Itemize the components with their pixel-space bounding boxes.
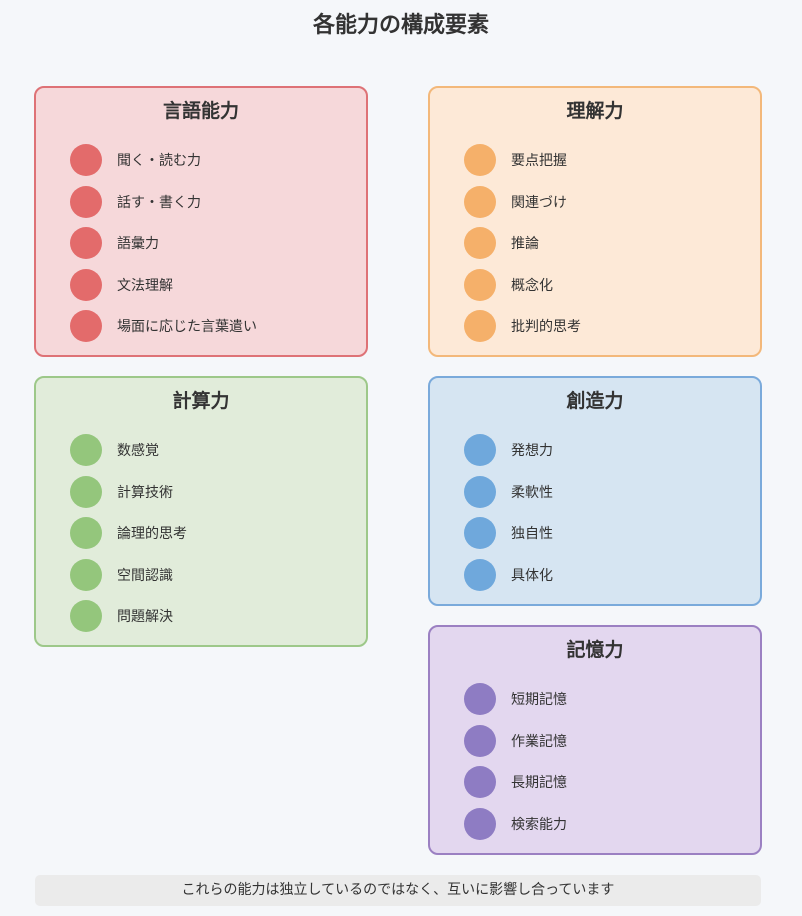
item-label: 作業記憶 [511, 734, 567, 750]
item-label: 語彙力 [117, 236, 159, 252]
list-item: 場面に応じた言葉遣い [70, 310, 257, 342]
circle-bullet-icon [70, 269, 102, 301]
list-item: 概念化 [464, 269, 553, 301]
item-label: 独自性 [511, 526, 553, 542]
item-label: 場面に応じた言葉遣い [117, 319, 257, 335]
item-label: 批判的思考 [511, 319, 581, 335]
item-label: 発想力 [511, 443, 553, 459]
list-item: 問題解決 [70, 600, 173, 632]
circle-bullet-icon [70, 559, 102, 591]
item-label: 概念化 [511, 278, 553, 294]
circle-bullet-icon [464, 808, 496, 840]
item-label: 数感覚 [117, 443, 159, 459]
list-item: 文法理解 [70, 269, 173, 301]
circle-bullet-icon [70, 434, 102, 466]
list-item: 推論 [464, 227, 539, 259]
item-label: 計算技術 [117, 485, 173, 501]
circle-bullet-icon [464, 186, 496, 218]
circle-bullet-icon [70, 144, 102, 176]
list-item: 長期記憶 [464, 766, 567, 798]
box-title: 言語能力 [162, 100, 239, 122]
item-label: 話す・書く力 [117, 195, 201, 211]
list-item: 話す・書く力 [70, 186, 201, 218]
list-item: 語彙力 [70, 227, 159, 259]
circle-bullet-icon [70, 227, 102, 259]
language-ability-box: 言語能力 聞く・読む力 話す・書く力 語彙力 文法理解 場面に応じた言葉遣い [34, 86, 368, 357]
circle-bullet-icon [464, 434, 496, 466]
creativity-box: 創造力 発想力 柔軟性 独自性 具体化 [428, 376, 762, 606]
item-label: 検索能力 [511, 817, 567, 833]
box-title: 記憶力 [566, 639, 624, 661]
circle-bullet-icon [464, 766, 496, 798]
circle-bullet-icon [464, 476, 496, 508]
item-label: 聞く・読む力 [117, 153, 201, 169]
list-item: 作業記憶 [464, 725, 567, 757]
item-label: 文法理解 [117, 278, 173, 294]
list-item: 聞く・読む力 [70, 144, 201, 176]
circle-bullet-icon [464, 269, 496, 301]
list-item: 具体化 [464, 559, 553, 591]
item-label: 長期記憶 [511, 775, 567, 791]
item-label: 推論 [511, 236, 539, 252]
list-item: 発想力 [464, 434, 553, 466]
list-item: 柔軟性 [464, 476, 553, 508]
circle-bullet-icon [70, 186, 102, 218]
footer-note: これらの能力は独立しているのではなく、互いに影響し合っています [35, 875, 761, 906]
circle-bullet-icon [464, 227, 496, 259]
list-item: 批判的思考 [464, 310, 581, 342]
list-item: 論理的思考 [70, 517, 187, 549]
circle-bullet-icon [464, 144, 496, 176]
list-item: 計算技術 [70, 476, 173, 508]
item-label: 空間認識 [117, 568, 173, 584]
item-label: 問題解決 [117, 609, 173, 625]
list-item: 短期記憶 [464, 683, 567, 715]
circle-bullet-icon [70, 310, 102, 342]
circle-bullet-icon [464, 517, 496, 549]
list-item: 関連づけ [464, 186, 567, 218]
item-label: 短期記憶 [511, 692, 567, 708]
page-title: 各能力の構成要素 [312, 13, 489, 38]
circle-bullet-icon [70, 600, 102, 632]
circle-bullet-icon [464, 725, 496, 757]
list-item: 数感覚 [70, 434, 159, 466]
item-label: 論理的思考 [117, 526, 187, 542]
circle-bullet-icon [70, 476, 102, 508]
circle-bullet-icon [464, 683, 496, 715]
list-item: 空間認識 [70, 559, 173, 591]
circle-bullet-icon [464, 310, 496, 342]
item-label: 関連づけ [511, 195, 567, 211]
box-title: 理解力 [566, 100, 624, 122]
list-item: 検索能力 [464, 808, 567, 840]
box-title: 創造力 [566, 390, 624, 412]
item-label: 具体化 [511, 568, 553, 584]
box-title: 計算力 [172, 390, 230, 412]
list-item: 独自性 [464, 517, 553, 549]
item-label: 柔軟性 [511, 485, 553, 501]
memory-box: 記憶力 短期記憶 作業記憶 長期記憶 検索能力 [428, 625, 762, 855]
calculation-box: 計算力 数感覚 計算技術 論理的思考 空間認識 問題解決 [34, 376, 368, 647]
circle-bullet-icon [464, 559, 496, 591]
comprehension-box: 理解力 要点把握 関連づけ 推論 概念化 批判的思考 [428, 86, 762, 357]
list-item: 要点把握 [464, 144, 567, 176]
item-label: 要点把握 [511, 153, 567, 169]
circle-bullet-icon [70, 517, 102, 549]
